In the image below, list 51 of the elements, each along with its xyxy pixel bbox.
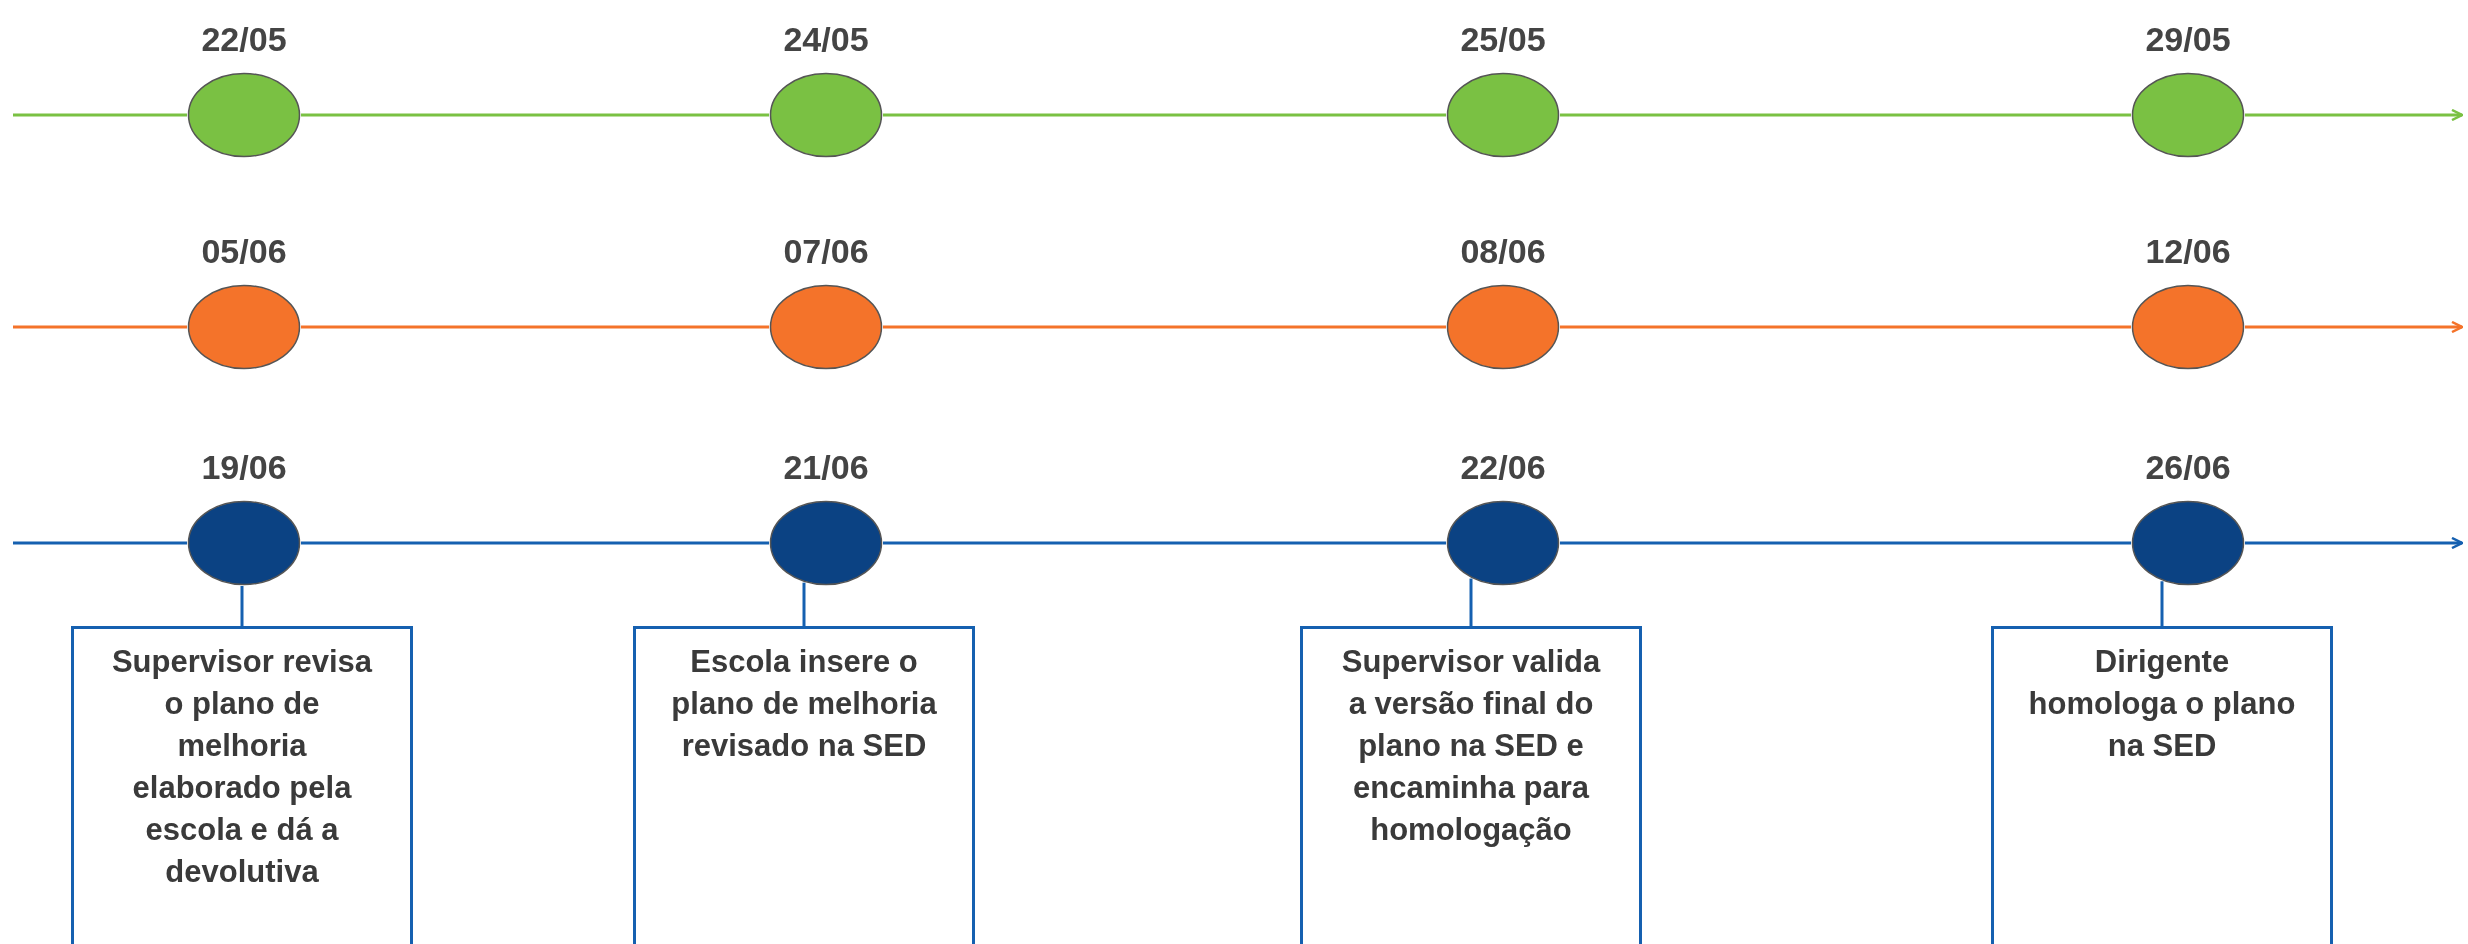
date-label: 29/05 [2144,19,2232,59]
timeline-marker [187,72,301,158]
connector-line [883,113,1446,117]
connector-line [301,541,769,545]
connector-line [1469,578,1473,626]
timeline-marker [187,284,301,370]
date-label: 24/05 [782,19,870,59]
connector-line [2245,320,2464,334]
connector-line [1560,325,2131,329]
date-label: 05/06 [200,231,288,271]
connector-line [802,582,806,626]
connector-line [883,325,1446,329]
timeline-marker [769,500,883,586]
date-label: 19/06 [200,447,288,487]
timeline-marker [2131,72,2245,158]
connector-line [301,325,769,329]
connector-line [883,541,1446,545]
timeline-marker [769,72,883,158]
date-label: 26/06 [2144,447,2232,487]
step-description: Supervisor valida a versão final do plano na SED e encaminha para homologação [1340,643,1602,849]
timeline-marker [187,500,301,586]
date-label: 21/06 [782,447,870,487]
connector-line [13,325,187,329]
connector-line [1560,113,2131,117]
description-box [633,626,975,944]
connector-line [2245,108,2464,122]
connector-line [301,113,769,117]
date-label: 07/06 [782,231,870,271]
timeline-marker [1446,72,1560,158]
timeline-marker [1446,500,1560,586]
timeline-marker [1446,284,1560,370]
step-description: Supervisor revisa o plano de melhoria elaborado pela escola e dá a devolutiva [110,643,374,891]
date-label: 12/06 [2144,231,2232,271]
timeline-marker [2131,284,2245,370]
connector-line [2160,581,2164,626]
date-label: 08/06 [1459,231,1547,271]
connector-line [13,113,187,117]
step-description: Escola insere o plano de melhoria revisado na SED [670,643,938,765]
description-box [71,626,413,944]
connector-line [13,541,187,545]
connector-line [1560,541,2131,545]
connector-line [240,585,244,626]
description-box [1991,626,2333,944]
date-label: 22/05 [200,19,288,59]
timeline-marker [769,284,883,370]
timeline-marker [2131,500,2245,586]
date-label: 22/06 [1459,447,1547,487]
connector-line [2245,536,2464,550]
date-label: 25/05 [1459,19,1547,59]
description-box [1300,626,1642,944]
step-description: Dirigente homologa o plano na SED [2027,643,2297,765]
